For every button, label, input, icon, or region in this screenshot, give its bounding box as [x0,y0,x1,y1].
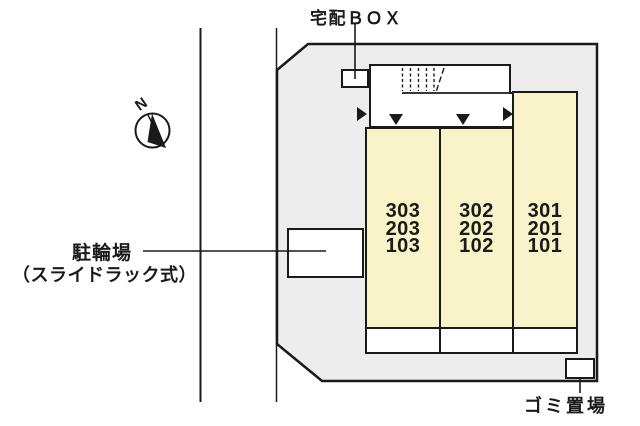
unit-numbers-column-1: 303 203 103 [366,200,440,257]
delivery-box-label: 宅配ＢＯＸ [310,9,403,28]
unit-column-1 [365,127,441,329]
room-number: 303 [385,200,421,222]
balcony-2 [439,327,514,354]
room-number: 101 [527,235,563,257]
bicycle-parking-area [287,228,364,278]
room-number: 202 [459,217,494,240]
room-number: 302 [459,200,494,222]
staircase-treads [401,68,435,91]
bicycle-parking-label: 駐輪場 [72,243,133,264]
arrow-right-icon [357,107,367,121]
arrow-right-icon [503,107,513,121]
unit-numbers-column-3: 301 201 101 [513,200,577,257]
room-number: 102 [459,235,494,257]
arrow-down-icon [389,114,403,125]
garbage-area-label: ゴミ置場 [524,396,608,416]
bicycle-parking-sublabel: （スライドラック式） [12,265,197,285]
unit-column-3 [512,91,578,329]
compass-icon [134,112,171,149]
unit-numbers-column-2: 302 202 102 [440,200,513,257]
balcony-3 [512,327,578,354]
arrow-down-icon [456,114,470,125]
room-number: 201 [527,217,563,240]
room-number: 203 [385,217,421,240]
staircase-direction-line [435,67,445,93]
garbage-box [565,358,595,379]
unit-column-2 [439,127,514,329]
balcony-1 [365,327,441,354]
room-number: 301 [527,200,563,222]
compass-needle [147,113,166,148]
room-number: 103 [385,235,421,257]
